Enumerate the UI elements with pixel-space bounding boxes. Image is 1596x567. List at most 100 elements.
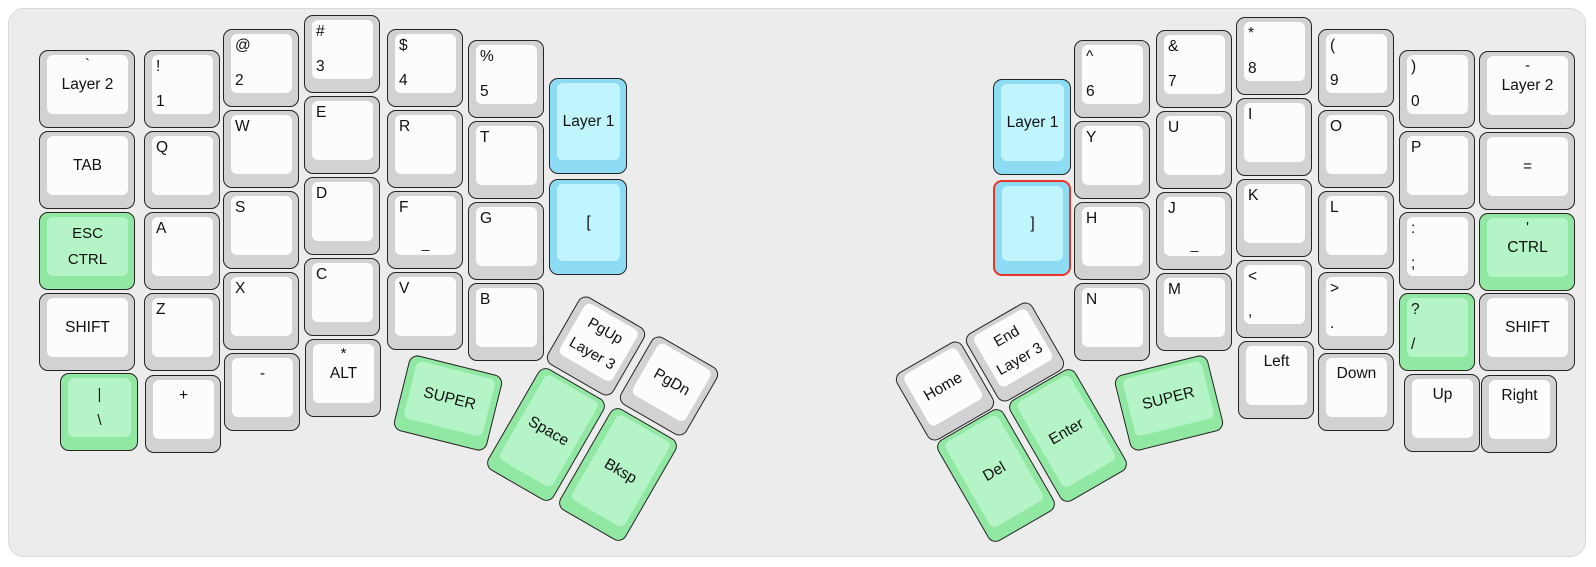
key-k[interactable]: K [1236, 179, 1312, 257]
key-a[interactable]: A [144, 212, 220, 290]
keycap-face: K [1244, 184, 1305, 243]
key-layer1-right[interactable]: Layer 1 [993, 79, 1071, 175]
keycap-face: ] [1002, 186, 1063, 261]
key-7[interactable]: &7 [1156, 30, 1232, 108]
key-8[interactable]: *8 [1236, 17, 1312, 95]
key-pipe-backslash[interactable]: |\ [60, 373, 138, 451]
key-u[interactable]: U [1156, 111, 1232, 189]
key-i[interactable]: I [1236, 98, 1312, 176]
key-legend: PgDn [650, 365, 693, 400]
key-super-right[interactable]: SUPER [1112, 353, 1226, 453]
key-s[interactable]: S [223, 191, 299, 269]
key-question-slash[interactable]: ?/ [1399, 293, 1475, 371]
keycap-face: `Layer 2 [47, 55, 128, 114]
key-legend: ? [1411, 301, 1420, 318]
key-legend: . [1330, 315, 1335, 332]
key-5[interactable]: %5 [468, 40, 544, 118]
key-shift-right[interactable]: SHIFT [1479, 293, 1575, 371]
keycap-face: PgDn [630, 341, 713, 424]
key-o[interactable]: O [1318, 110, 1394, 188]
key-legend: % [480, 48, 494, 65]
key-legend: - [1525, 57, 1530, 74]
key-legend: , [1248, 303, 1253, 320]
key-r[interactable]: R [387, 110, 463, 188]
key-down-arrow[interactable]: Down [1318, 353, 1394, 431]
key-legend: ESC [72, 224, 103, 242]
key-z[interactable]: Z [144, 293, 220, 371]
keycap-face: &7 [1164, 35, 1225, 94]
key-asterisk-alt[interactable]: *ALT [305, 339, 381, 417]
key-9[interactable]: (9 [1318, 29, 1394, 107]
key-3[interactable]: #3 [304, 15, 380, 93]
key-shift-left[interactable]: SHIFT [39, 293, 135, 371]
key-g[interactable]: G [468, 202, 544, 280]
key-legend: Layer 2 [61, 76, 114, 93]
keycap-face: E [312, 101, 373, 160]
key-minus[interactable]: - [224, 353, 300, 431]
key-l[interactable]: L [1318, 191, 1394, 269]
keycap-face: A [152, 217, 213, 276]
key-rbracket[interactable]: ] [993, 180, 1071, 276]
key-legend: @ [235, 37, 251, 54]
key-6[interactable]: ^6 [1074, 40, 1150, 118]
key-legend: Down [1336, 365, 1377, 382]
key-legend: Left [1263, 353, 1290, 370]
key-1[interactable]: !1 [144, 50, 220, 128]
key-q[interactable]: Q [144, 131, 220, 209]
key-legend: TAB [73, 157, 102, 174]
key-equals[interactable]: = [1479, 132, 1575, 210]
key-v[interactable]: V [387, 272, 463, 350]
key-x[interactable]: X [223, 272, 299, 350]
key-layer1-left[interactable]: Layer 1 [549, 78, 627, 174]
key-super-left[interactable]: SUPER [391, 353, 505, 453]
key-legend: SUPER [421, 384, 478, 414]
key-plus[interactable]: + [145, 375, 221, 453]
keycap-face: TAB [47, 136, 128, 195]
key-m[interactable]: M [1156, 273, 1232, 351]
key-d[interactable]: D [304, 177, 380, 255]
key-y[interactable]: Y [1074, 121, 1150, 199]
keycap-face: SHIFT [47, 298, 128, 357]
key-tab[interactable]: TAB [39, 131, 135, 209]
key-legend: # [316, 23, 325, 40]
key-semicolon[interactable]: :; [1399, 212, 1475, 290]
key-legend: D [316, 185, 328, 202]
key-f[interactable]: F_ [387, 191, 463, 269]
key-dash-layer2[interactable]: -Layer 2 [1479, 51, 1575, 129]
key-legend: 4 [399, 72, 408, 89]
key-legend: 0 [1411, 93, 1420, 110]
key-quote-ctrl[interactable]: 'CTRL [1479, 213, 1575, 291]
key-n[interactable]: N [1074, 283, 1150, 361]
key-2[interactable]: @2 [223, 29, 299, 107]
key-4[interactable]: $4 [387, 29, 463, 107]
key-legend: 6 [1086, 83, 1095, 100]
key-p[interactable]: P [1399, 131, 1475, 209]
key-comma[interactable]: <, [1236, 260, 1312, 338]
key-b[interactable]: B [468, 283, 544, 361]
key-j[interactable]: J_ [1156, 192, 1232, 270]
keycap-face: G [476, 207, 537, 266]
key-period[interactable]: >. [1318, 272, 1394, 350]
key-legend: [ [586, 214, 591, 231]
key-legend: ^ [1086, 48, 1094, 65]
key-left-arrow[interactable]: Left [1238, 341, 1314, 419]
keycap-face: B [476, 288, 537, 347]
key-right-arrow[interactable]: Right [1481, 375, 1557, 453]
key-grave-layer2[interactable]: `Layer 2 [39, 50, 135, 128]
key-up-arrow[interactable]: Up [1404, 374, 1480, 452]
key-w[interactable]: W [223, 110, 299, 188]
key-c[interactable]: C [304, 258, 380, 336]
key-legend: Layer 1 [562, 113, 615, 130]
key-h[interactable]: H [1074, 202, 1150, 280]
keycap-face: ^6 [1082, 45, 1143, 104]
key-t[interactable]: T [468, 121, 544, 199]
key-lbracket[interactable]: [ [549, 179, 627, 275]
key-e[interactable]: E [304, 96, 380, 174]
key-0[interactable]: )0 [1399, 50, 1475, 128]
key-legend: Layer 1 [1006, 114, 1059, 131]
keycap-face: SUPER [403, 360, 497, 438]
key-legend: & [1168, 38, 1179, 55]
